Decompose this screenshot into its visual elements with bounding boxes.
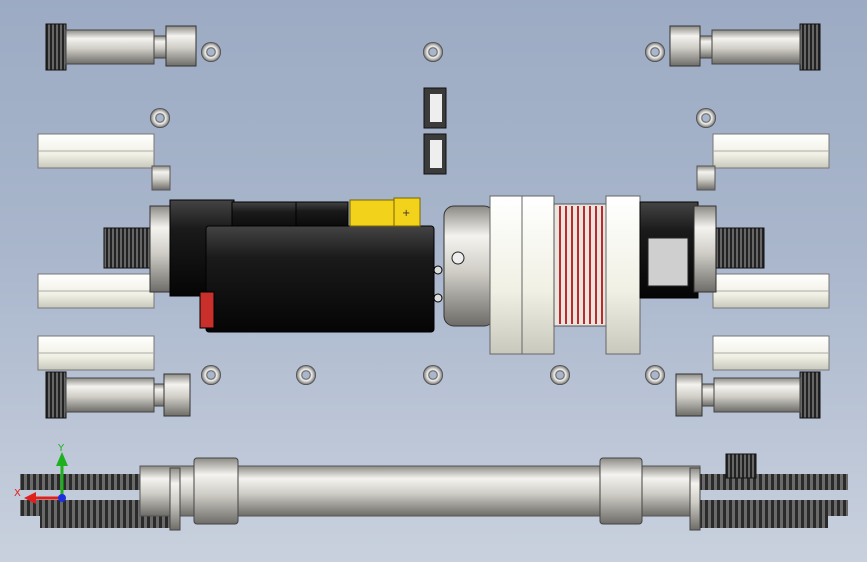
spring-coil[interactable] (553, 203, 607, 327)
y-axis-label: Y (57, 443, 65, 454)
thumbscrew-bottom-left[interactable] (45, 371, 191, 419)
motor-right-assembly[interactable] (693, 205, 765, 293)
axis-triad: Y X (14, 443, 68, 504)
main-shaft[interactable] (139, 457, 701, 531)
washer-nut[interactable] (423, 365, 443, 385)
thumbscrew-top-right[interactable] (669, 23, 821, 71)
washer-nut[interactable] (645, 365, 665, 385)
connector-small-upper[interactable] (423, 87, 447, 129)
washer-nut[interactable] (150, 108, 170, 128)
yellow-connector[interactable]: + (349, 197, 421, 227)
washer-nut[interactable] (423, 42, 443, 62)
threaded-rod-right[interactable] (700, 453, 848, 528)
bearing-hub[interactable] (443, 195, 555, 355)
spacer-bar[interactable] (37, 273, 155, 309)
x-axis-label: X (14, 488, 21, 499)
washer-nut[interactable] (201, 365, 221, 385)
thumbscrew-top-left[interactable] (45, 23, 197, 71)
spacer-bar[interactable] (37, 335, 155, 371)
svg-text:+: + (402, 208, 410, 219)
bearing-hub-right[interactable] (605, 195, 699, 355)
spacer-bar[interactable] (712, 273, 830, 309)
washer-nut[interactable] (296, 365, 316, 385)
threaded-rod-left[interactable] (20, 474, 170, 528)
washer-nut[interactable] (696, 108, 716, 128)
connector-small-lower[interactable] (423, 133, 447, 175)
washer-nut[interactable] (550, 365, 570, 385)
hex-nut[interactable] (151, 165, 171, 191)
spacer-bar[interactable] (712, 133, 830, 169)
thumbscrew-bottom-right[interactable] (675, 371, 821, 419)
motor-controller-box[interactable] (199, 225, 443, 333)
spacer-bar[interactable] (37, 133, 155, 169)
spacer-bar[interactable] (712, 335, 830, 371)
washer-nut[interactable] (645, 42, 665, 62)
hex-nut[interactable] (696, 165, 716, 191)
washer-nut[interactable] (201, 42, 221, 62)
